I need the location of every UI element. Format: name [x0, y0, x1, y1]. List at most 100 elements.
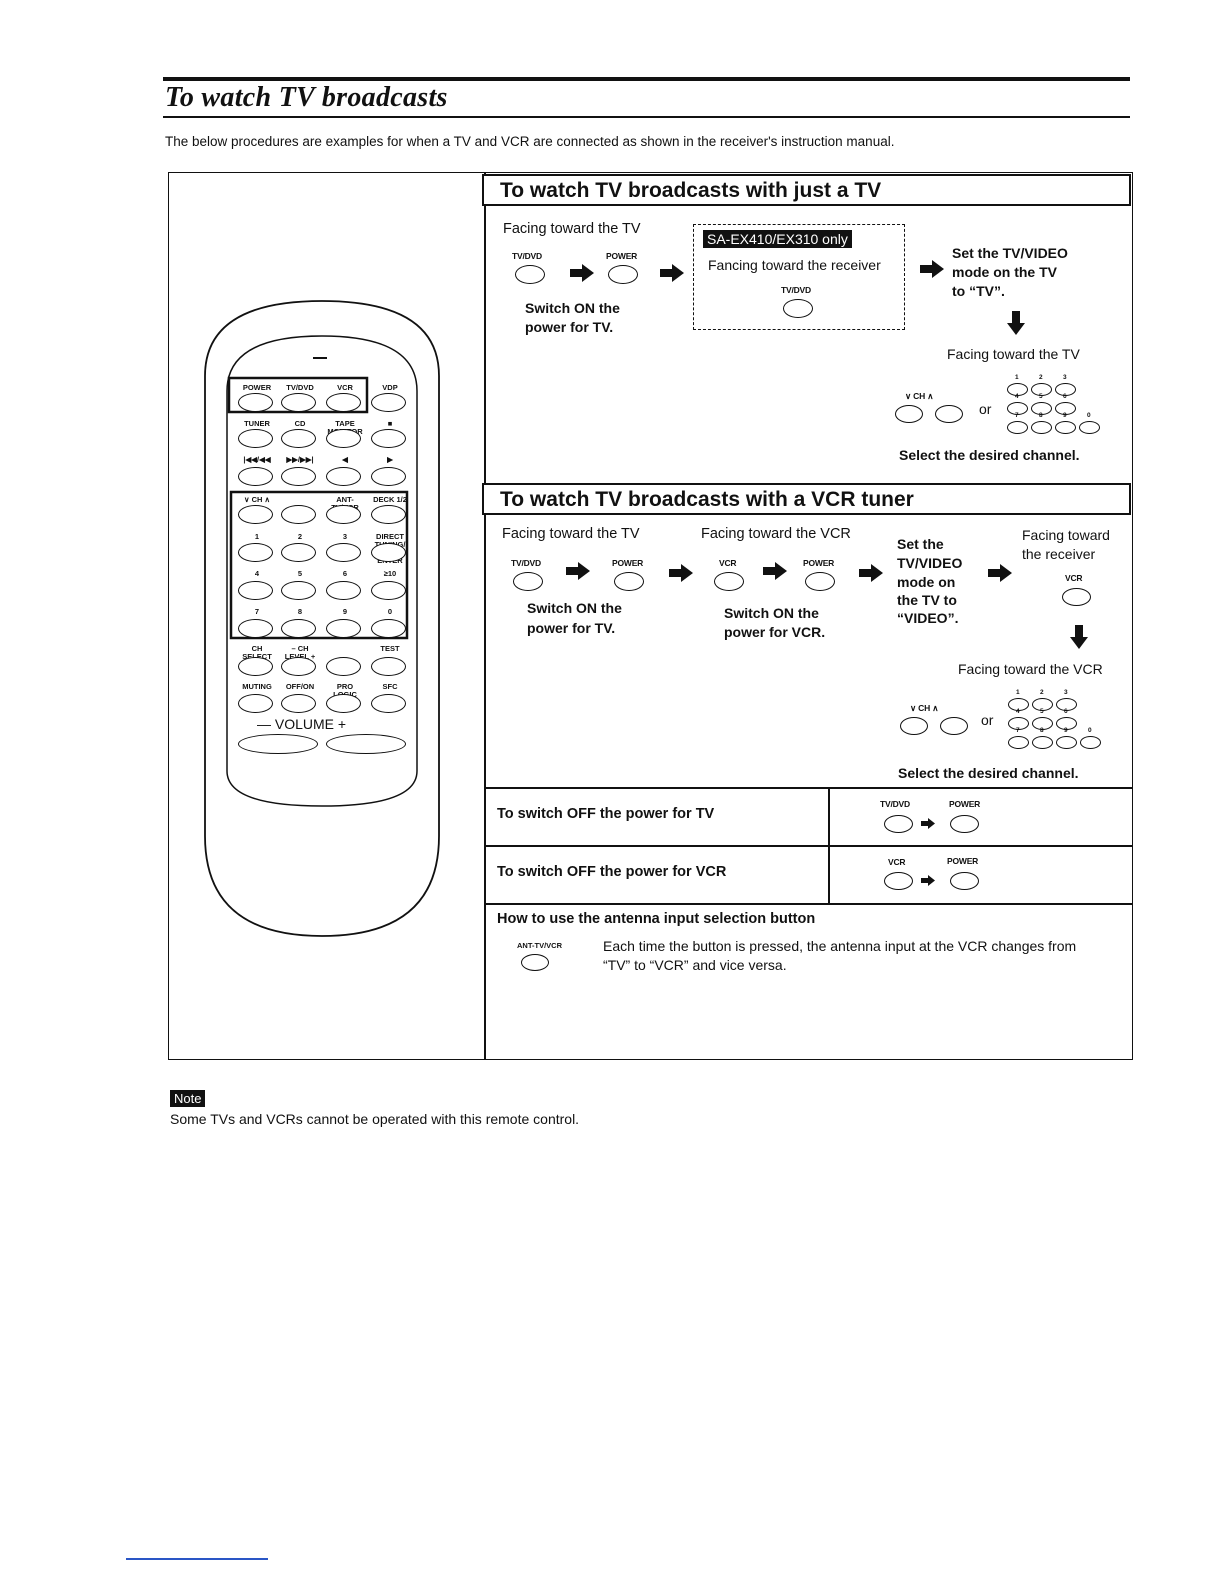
remote-key-r3c3-button[interactable] [371, 505, 406, 524]
vcr-ch-down-button[interactable] [900, 717, 928, 735]
vcr-digit-4-button[interactable] [1032, 717, 1053, 730]
remote-key-r0c3-button[interactable] [371, 393, 406, 412]
tv-ch-down-button[interactable] [895, 405, 923, 423]
tv-digit-8-button[interactable] [1055, 421, 1076, 434]
vcr-section-heading-text: To watch TV broadcasts with a VCR tuner [500, 488, 914, 511]
off-rows-bottom-line [484, 903, 1133, 905]
remote-key-r8c1-button[interactable] [281, 694, 316, 713]
remote-key-r4c3-button[interactable] [371, 543, 406, 562]
remote-key-r5c3-button[interactable] [371, 581, 406, 600]
remote-key-r4c1-button[interactable] [281, 543, 316, 562]
remote-key-r0c2-button[interactable] [326, 393, 361, 412]
remote-key-r0c1-label: TV/DVD [286, 383, 314, 392]
remote-key-r5c2-button[interactable] [326, 581, 361, 600]
tv-digit-9-button[interactable] [1079, 421, 1100, 434]
tv-facing-tv-label: Facing toward the TV [503, 221, 641, 237]
remote-key-r7c3-button[interactable] [371, 657, 406, 676]
remote-volume-up-button[interactable] [326, 734, 406, 754]
remote-key-r2c1-button[interactable] [281, 467, 316, 486]
remote-key-r5c0-button[interactable] [238, 581, 273, 600]
tv-digit-3-button[interactable] [1007, 402, 1028, 415]
vcr-digit-8-button[interactable] [1056, 736, 1077, 749]
remote-key-r3c2-button[interactable] [326, 505, 361, 524]
remote-key-r4c2-button[interactable] [326, 543, 361, 562]
off-rows-top-line [484, 787, 1133, 789]
remote-key-r6c1-button[interactable] [281, 619, 316, 638]
vcr-set-line4: the TV to [897, 592, 957, 608]
remote-key-r3c1-button[interactable] [281, 505, 316, 524]
remote-volume-down-button[interactable] [238, 734, 318, 754]
remote-key-r5c1-button[interactable] [281, 581, 316, 600]
vcr-tvdvd-button[interactable] [513, 572, 543, 591]
remote-key-r1c3-button[interactable] [371, 429, 406, 448]
tv-digit-7-button[interactable] [1031, 421, 1052, 434]
remote-key-r3c0-button[interactable] [238, 505, 273, 524]
tv-digit-6-button[interactable] [1007, 421, 1028, 434]
antenna-ant-tv-vcr-button[interactable] [521, 954, 549, 971]
remote-key-r2c2-button[interactable] [326, 467, 361, 486]
remote-key-r4c0-label: 1 [254, 532, 260, 541]
off-vcr-power-button[interactable] [950, 872, 979, 890]
off-tv-tvdvd-button[interactable] [884, 815, 913, 833]
vcr-tv-power-button[interactable] [614, 572, 644, 591]
remote-key-r2c0-button[interactable] [238, 467, 273, 486]
remote-key-r1c2-button[interactable] [326, 429, 361, 448]
tv-ch-up-button[interactable] [935, 405, 963, 423]
tv-power-button[interactable] [608, 265, 638, 284]
tv-digit-8-label: 9 [1063, 412, 1067, 419]
remote-key-r4c0-button[interactable] [238, 543, 273, 562]
remote-key-r1c0-button[interactable] [238, 429, 273, 448]
off-tv-power-button[interactable] [950, 815, 979, 833]
remote-key-r8c3-button[interactable] [371, 694, 406, 713]
vcr-facing-vcr2-label: Facing toward the VCR [958, 661, 1103, 677]
down-arrow-icon [1007, 311, 1025, 335]
remote-key-r0c1-button[interactable] [281, 393, 316, 412]
remote-key-r6c0-button[interactable] [238, 619, 273, 638]
vcr-digit-5-label: 6 [1064, 708, 1068, 715]
tv-digit-4-label: 5 [1039, 393, 1043, 400]
remote-key-r6c3-button[interactable] [371, 619, 406, 638]
right-arrow-icon [921, 818, 935, 829]
remote-key-r8c0-button[interactable] [238, 694, 273, 713]
vcr-digit-9-button[interactable] [1080, 736, 1101, 749]
tv-digit-1-button[interactable] [1031, 383, 1052, 396]
tv-digit-0-button[interactable] [1007, 383, 1028, 396]
vcr-vcr-power-button[interactable] [805, 572, 835, 591]
vcr-digit-3-label: 4 [1016, 708, 1020, 715]
remote-key-r8c2-button[interactable] [326, 694, 361, 713]
vcr-receiver-vcr-button[interactable] [1062, 588, 1091, 606]
vcr-digit-2-button[interactable] [1056, 698, 1077, 711]
vcr-digit-5-button[interactable] [1056, 717, 1077, 730]
vcr-switch-tv-line1: Switch ON the [527, 600, 622, 616]
remote-key-r6c2-button[interactable] [326, 619, 361, 638]
remote-key-r7c0-button[interactable] [238, 657, 273, 676]
vcr-digit-0-button[interactable] [1008, 698, 1029, 711]
tv-digit-1-label: 2 [1039, 374, 1043, 381]
note-text: Some TVs and VCRs cannot be operated wit… [170, 1111, 580, 1127]
tv-receiver-tvdvd-button[interactable] [783, 299, 813, 318]
vcr-digit-3-button[interactable] [1008, 717, 1029, 730]
vcr-digit-7-button[interactable] [1032, 736, 1053, 749]
right-arrow-icon [921, 875, 935, 886]
remote-key-r0c0-button[interactable] [238, 393, 273, 412]
vcr-ch-up-button[interactable] [940, 717, 968, 735]
tv-digit-4-button[interactable] [1031, 402, 1052, 415]
vcr-vcr-button[interactable] [714, 572, 744, 591]
remote-key-r1c1-button[interactable] [281, 429, 316, 448]
vcr-vcr-button-label: VCR [719, 558, 737, 568]
off-tv-label: To switch OFF the power for TV [497, 806, 715, 822]
tv-tvdvd-button[interactable] [515, 265, 545, 284]
tv-digit-2-button[interactable] [1055, 383, 1076, 396]
off-vcr-vcr-button[interactable] [884, 872, 913, 890]
vcr-digit-1-button[interactable] [1032, 698, 1053, 711]
vcr-digit-6-button[interactable] [1008, 736, 1029, 749]
remote-key-r7c2-button[interactable] [326, 657, 361, 676]
remote-key-r7c1-button[interactable] [281, 657, 316, 676]
remote-key-r1c1-label: CD [294, 419, 306, 428]
tv-digit-5-button[interactable] [1055, 402, 1076, 415]
antenna-heading: How to use the antenna input selection b… [497, 911, 816, 927]
off-rows-middle-line [484, 845, 1133, 847]
remote-key-r2c3-button[interactable] [371, 467, 406, 486]
vcr-digit-4-label: 5 [1040, 708, 1044, 715]
vcr-facing-vcr-label: Facing toward the VCR [701, 526, 851, 542]
